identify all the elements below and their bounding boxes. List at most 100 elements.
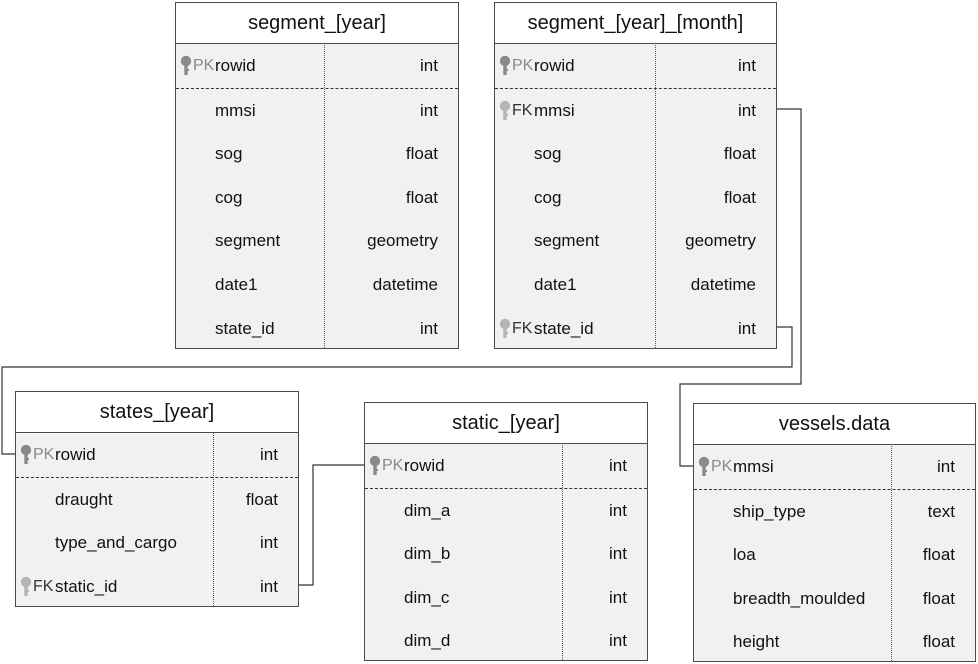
primary-key-badge: PK	[33, 446, 55, 463]
column-name: breadth_moulded	[733, 588, 866, 608]
column-type: geometry	[685, 231, 756, 251]
column-name: sog	[215, 144, 243, 164]
column-name: dim_d	[404, 631, 451, 651]
column-type: float	[245, 489, 278, 509]
table-row-ship-type[interactable]: ship_type text	[694, 490, 975, 534]
column-name: draught	[55, 489, 113, 509]
foreign-key-badge: FK	[512, 101, 533, 119]
table-row-dim-b[interactable]: dim_b int	[365, 532, 647, 576]
column-type: int	[420, 318, 438, 338]
column-type: geometry	[367, 231, 438, 251]
column-divider	[655, 43, 656, 348]
column-type: float	[922, 588, 955, 608]
column-name: loa	[733, 545, 756, 565]
column-type: int	[260, 576, 278, 596]
column-divider	[324, 43, 325, 348]
table-row-date1[interactable]: date1 datetime	[495, 263, 776, 307]
column-type: int	[738, 100, 756, 120]
column-type: int	[937, 457, 955, 476]
column-name: segment	[534, 231, 600, 251]
column-type: int	[609, 544, 627, 564]
column-type: float	[405, 144, 438, 164]
column-name: height	[733, 632, 780, 652]
key-icon	[20, 444, 32, 466]
column-divider	[891, 444, 892, 661]
column-name: date1	[215, 274, 258, 294]
column-type: int	[609, 500, 627, 520]
column-name: rowid	[404, 456, 445, 475]
table-row-segment[interactable]: segment geometry	[176, 219, 458, 263]
column-name: state_id	[215, 318, 275, 338]
column-name: sog	[534, 144, 562, 164]
table-title: segment_[year]_[month]	[495, 3, 776, 44]
key-icon	[180, 55, 192, 77]
table-row-draught[interactable]: draught float	[16, 478, 298, 522]
link-static-id-to-static	[298, 464, 366, 586]
column-type: text	[927, 501, 955, 521]
column-type: datetime	[690, 274, 756, 294]
column-name: mmsi	[215, 100, 256, 120]
column-type: int	[260, 445, 278, 464]
column-name: cog	[534, 187, 562, 207]
column-type: float	[723, 144, 756, 164]
column-type: int	[609, 456, 627, 475]
primary-key-badge: PK	[382, 457, 404, 474]
foreign-key-badge: FK	[33, 577, 54, 595]
column-name: date1	[534, 274, 577, 294]
table-row-height[interactable]: height float	[694, 620, 975, 664]
column-name: rowid	[215, 56, 256, 75]
column-name: mmsi	[733, 457, 774, 476]
table-title: static_[year]	[365, 403, 647, 444]
table-row-cog[interactable]: cog float	[495, 176, 776, 220]
column-type: int	[420, 100, 438, 120]
column-name: rowid	[55, 445, 96, 464]
key-icon	[499, 55, 511, 77]
column-divider	[562, 443, 563, 660]
table-row-segment[interactable]: segment geometry	[495, 219, 776, 263]
column-type: int	[420, 56, 438, 75]
column-name: state_id	[534, 318, 594, 338]
table-row-state-id[interactable]: state_id int	[176, 307, 458, 351]
foreign-key-badge: FK	[512, 319, 533, 337]
column-name: segment	[215, 231, 281, 251]
table-title: segment_[year]	[176, 3, 458, 44]
primary-key-badge: PK	[512, 57, 534, 74]
column-name: dim_c	[404, 587, 450, 607]
column-name: rowid	[534, 56, 575, 75]
column-name: ship_type	[733, 501, 806, 521]
column-divider	[213, 432, 214, 606]
table-title: vessels.data	[694, 404, 975, 445]
column-name: dim_b	[404, 544, 451, 564]
column-name: dim_a	[404, 500, 451, 520]
table-row-breadth-moulded[interactable]: breadth_moulded float	[694, 577, 975, 621]
column-type: float	[922, 632, 955, 652]
table-row-dim-a[interactable]: dim_a int	[365, 489, 647, 533]
column-name: static_id	[55, 576, 118, 596]
column-type: float	[405, 187, 438, 207]
key-icon	[369, 455, 381, 477]
primary-key-badge: PK	[193, 57, 215, 74]
table-row-mmsi[interactable]: mmsi int	[176, 89, 458, 133]
column-type: float	[723, 187, 756, 207]
table-row-sog[interactable]: sog float	[176, 132, 458, 176]
table-row-sog[interactable]: sog float	[495, 132, 776, 176]
